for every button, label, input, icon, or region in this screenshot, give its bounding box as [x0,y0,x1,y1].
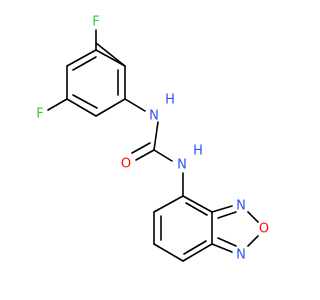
bond [217,237,237,247]
atom-f-top: F [92,15,99,30]
bond [247,211,259,223]
bond [211,243,233,253]
structure-svg: F F H N O H N N O N [36,15,269,263]
bond [135,149,155,161]
atom-n-ring-bottom: N [236,248,246,263]
bond [47,98,68,111]
molecule-diagram: F F H N O H N N O N [36,14,270,263]
bond [182,243,213,262]
atom-f-left: F [36,107,43,122]
bond [95,98,126,117]
atom-n-top: N [149,109,159,124]
bond [153,149,173,162]
atom-n-ring-top: N [236,199,246,214]
atom-n-bottom: N [177,158,187,173]
bond [217,211,237,219]
bond [72,94,98,109]
atom-h-bottom: H [193,144,203,159]
benzoxadiazole-ring [153,195,259,262]
bond [182,195,213,213]
bond [153,195,184,213]
bond [247,235,259,247]
bond [95,42,126,67]
atom-h-top: H [165,93,175,108]
bond [124,98,146,112]
urea-linker [124,98,184,197]
bond [185,202,208,216]
bond [153,121,159,151]
atom-o-carbonyl: O [121,157,131,172]
bond [66,98,97,117]
difluorophenyl-ring [47,29,126,117]
bond [72,56,97,71]
bond [131,142,151,154]
bond [211,205,233,213]
bond [153,243,184,262]
atom-o-ring: O [259,222,269,237]
bond [66,49,97,67]
bond [95,49,126,67]
bond [183,240,207,255]
